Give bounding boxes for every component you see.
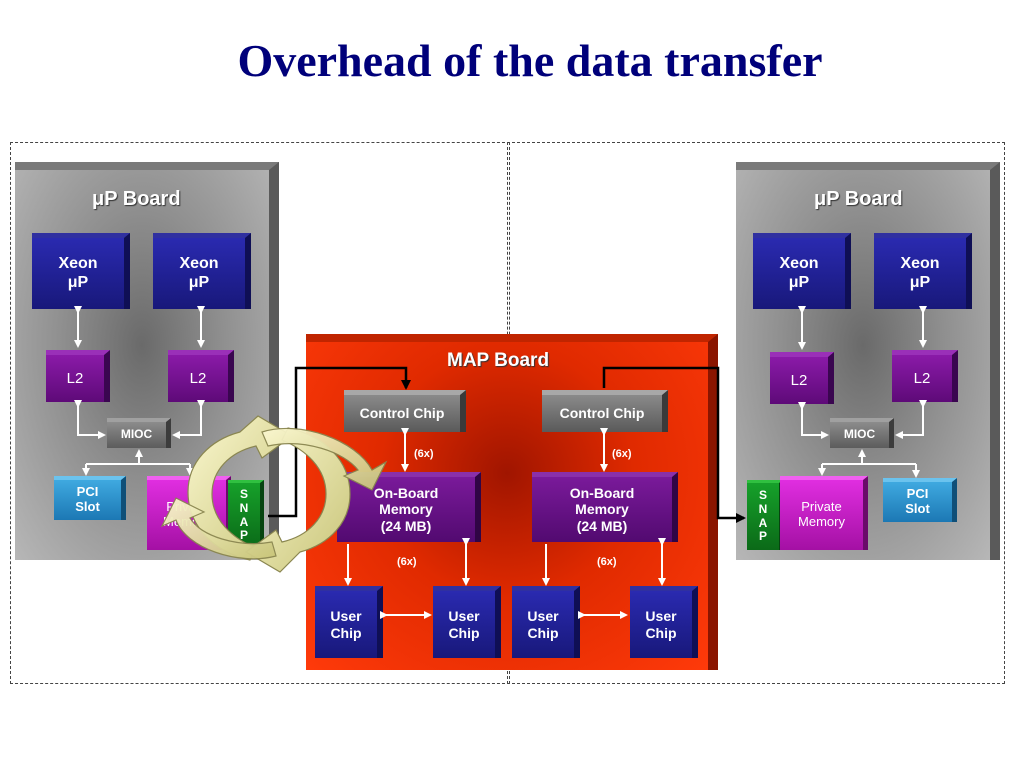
left-l2-a: L2 (46, 350, 110, 402)
right-xeon-1-line1: Xeon (779, 255, 819, 273)
left-l2-b: L2 (168, 350, 234, 402)
user-chip-2-line2: Chip (448, 624, 480, 641)
left-snap: S N A P (228, 480, 264, 548)
user-chip-2-line1: User (448, 608, 480, 625)
left-snap-p: P (239, 528, 248, 543)
map-board-title: MAP Board (447, 350, 550, 371)
onboard-memory-right: On-Board Memory (24 MB) (532, 472, 678, 542)
left-board-wires (74, 306, 205, 476)
left-snap-a: A (239, 514, 249, 529)
cycle-arrows-icon (160, 415, 388, 573)
right-xeon-2-line1: Xeon (900, 255, 940, 273)
user-chip-3-line2: Chip (527, 624, 559, 641)
right-up-board-title: μP Board (814, 188, 903, 210)
mult-top-right: (6x) (612, 448, 632, 460)
user-chip-1-line1: User (330, 608, 362, 625)
left-up-board-title: μP Board (92, 188, 181, 210)
page-title: Overhead of the data transfer (237, 35, 823, 86)
user-chip-4-line2: Chip (645, 624, 677, 641)
onboard-right-line3: (24 MB) (576, 517, 628, 534)
right-mioc: MIOC (830, 418, 894, 448)
mult-top-left: (6x) (414, 448, 434, 460)
left-mioc: MIOC (107, 418, 171, 448)
mult-bottom-right: (6x) (597, 556, 617, 568)
mult-bottom-left: (6x) (397, 556, 417, 568)
user-chip-1: User Chip (315, 586, 383, 658)
right-l2-a: L2 (770, 352, 834, 404)
left-xeon-2: Xeon μP (153, 233, 251, 309)
left-xeon-2-line1: Xeon (179, 255, 219, 273)
user-chip-1-line2: Chip (330, 624, 362, 641)
onboard-left-line2: Memory (379, 501, 433, 518)
left-xeon-2-line2: μP (188, 273, 210, 291)
left-snap-n: N (239, 500, 249, 515)
right-snap: S N A P (747, 480, 783, 550)
left-snap-s: S (239, 486, 248, 501)
left-xeon-1-line2: μP (67, 273, 89, 291)
snap-to-control-lines (268, 366, 746, 523)
left-pci-slot: PCI Slot (54, 476, 126, 520)
left-pci-line2: Slot (75, 499, 100, 514)
right-snap-a: A (758, 515, 768, 530)
right-snap-n: N (758, 501, 768, 516)
right-pci-slot: PCI Slot (883, 478, 957, 522)
user-chip-3-line1: User (527, 608, 559, 625)
onboard-right-line1: On-Board (569, 485, 635, 502)
right-private-memory: Private Memory (780, 476, 868, 550)
user-chip-2: User Chip (433, 586, 501, 658)
left-pci-line1: PCI (76, 484, 99, 500)
right-pci-line2: Slot (905, 501, 930, 516)
control-chip-right: Control Chip (542, 390, 668, 432)
user-chip-3: User Chip (512, 586, 580, 658)
right-board-wires (798, 306, 927, 478)
right-snap-p: P (758, 529, 767, 544)
onboard-left-line1: On-Board (373, 485, 439, 502)
control-chip-left: Control Chip (344, 390, 466, 432)
right-snap-s: S (758, 487, 767, 502)
right-pci-line1: PCI (906, 486, 929, 502)
right-xeon-1: Xeon μP (753, 233, 851, 309)
right-xeon-2: Xeon μP (874, 233, 972, 309)
right-xeon-1-line2: μP (788, 273, 810, 291)
right-xeon-2-line2: μP (909, 273, 931, 291)
user-chip-4-line1: User (645, 608, 677, 625)
left-xeon-1: Xeon μP (32, 233, 130, 309)
user-chip-4: User Chip (630, 586, 698, 658)
left-xeon-1-line1: Xeon (58, 255, 98, 273)
right-private-line1: Private (801, 499, 842, 515)
right-private-line2: Memory (798, 514, 845, 529)
onboard-left-line3: (24 MB) (380, 517, 432, 534)
map-board-wires (344, 428, 666, 619)
onboard-right-line2: Memory (575, 501, 629, 518)
right-l2-b: L2 (892, 350, 958, 402)
